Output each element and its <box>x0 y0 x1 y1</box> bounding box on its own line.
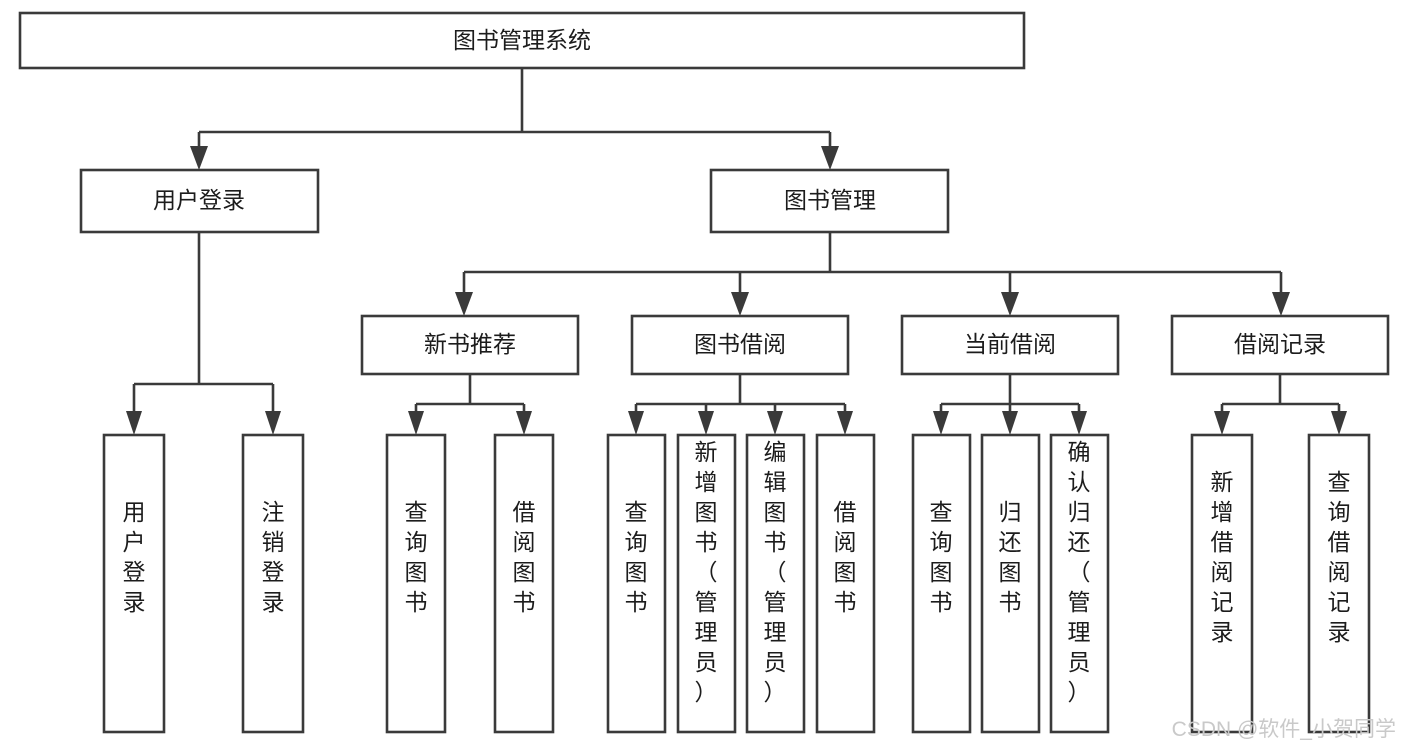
arrow-head-borrow-record <box>1272 292 1290 316</box>
node-leaf-return-book[interactable]: 归还图书 <box>980 433 1041 734</box>
node-leaf-query-book-2[interactable]: 查询图书 <box>606 433 667 734</box>
user-login-box[interactable] <box>79 168 320 234</box>
node-borrow-record[interactable]: 借阅记录 <box>1170 314 1390 376</box>
node-leaf-confirm-return[interactable]: 确认归还（管理员） <box>1049 433 1110 734</box>
leaf-borrow-book-1-label: 借阅图书 <box>513 499 536 615</box>
book-management-label: 图书管理 <box>784 187 876 213</box>
leaf-query-book-1-label: 查询图书 <box>405 499 428 615</box>
current-borrow-box[interactable] <box>900 314 1120 376</box>
node-root-system[interactable]: 图书管理系统 <box>18 11 1026 70</box>
node-current-borrow[interactable]: 当前借阅 <box>900 314 1120 376</box>
leaf-query-book-3-label: 查询图书 <box>930 499 953 615</box>
node-leaf-edit-book[interactable]: 编辑图书（管理员） <box>745 433 806 734</box>
leaf-add-book-label: 新增图书（管理员） <box>695 439 718 705</box>
book-management-box[interactable] <box>709 168 950 234</box>
leaf-edit-book-box[interactable] <box>745 433 806 734</box>
arrow-head-current-borrow <box>1001 292 1019 316</box>
book-borrow-label: 图书借阅 <box>694 331 786 357</box>
arrow-head-user-login <box>190 146 208 170</box>
node-leaf-borrow-book-1[interactable]: 借阅图书 <box>493 433 555 734</box>
leaf-query-book-2-label: 查询图书 <box>625 499 648 615</box>
new-book-recommend-box[interactable] <box>360 314 580 376</box>
leaf-return-book-box[interactable] <box>980 433 1041 734</box>
leaf-user-login-box[interactable] <box>102 433 166 734</box>
arrow-head-leaf-query-book-3 <box>933 411 949 435</box>
leaf-query-record-label: 查询借阅记录 <box>1328 469 1351 645</box>
leaf-logout-login-label: 注销登录 <box>262 499 285 615</box>
arrow-head-leaf-add-record <box>1214 411 1230 435</box>
leaf-add-record-label: 新增借阅记录 <box>1211 469 1234 645</box>
node-leaf-query-record[interactable]: 查询借阅记录 <box>1307 433 1371 734</box>
leaf-logout-login-box[interactable] <box>241 433 305 734</box>
arrow-head-leaf-edit-book <box>767 411 783 435</box>
leaf-query-book-3-box[interactable] <box>911 433 972 734</box>
leaf-edit-book-label: 编辑图书（管理员） <box>764 439 787 705</box>
leaf-borrow-book-2-box[interactable] <box>815 433 876 734</box>
node-leaf-borrow-book-2[interactable]: 借阅图书 <box>815 433 876 734</box>
connector-layer <box>126 68 1347 435</box>
borrow-record-box[interactable] <box>1170 314 1390 376</box>
leaf-confirm-return-box[interactable] <box>1049 433 1110 734</box>
arrow-head-leaf-add-book <box>698 411 714 435</box>
root-box[interactable] <box>18 11 1026 70</box>
node-user-login[interactable]: 用户登录 <box>79 168 320 234</box>
book-borrow-box[interactable] <box>630 314 850 376</box>
arrow-head-leaf-borrow-book-1 <box>516 411 532 435</box>
leaf-confirm-return-label: 确认归还（管理员） <box>1068 439 1091 705</box>
arrow-head-book-management <box>821 146 839 170</box>
arrow-head-leaf-logout-login <box>265 411 281 435</box>
node-leaf-add-record[interactable]: 新增借阅记录 <box>1190 433 1254 734</box>
node-leaf-query-book-1[interactable]: 查询图书 <box>385 433 447 734</box>
leaf-query-record-box[interactable] <box>1307 433 1371 734</box>
user-login-label: 用户登录 <box>153 187 245 213</box>
current-borrow-label: 当前借阅 <box>964 331 1056 357</box>
watermark-label: CSDN @软件_小贺同学 <box>1172 718 1396 741</box>
arrow-head-new-book-recommend <box>455 292 473 316</box>
arrow-head-book-borrow <box>731 292 749 316</box>
leaf-borrow-book-2-label: 借阅图书 <box>834 499 857 615</box>
leaf-query-book-1-box[interactable] <box>385 433 447 734</box>
leaf-query-book-2-box[interactable] <box>606 433 667 734</box>
node-book-borrow[interactable]: 图书借阅 <box>630 314 850 376</box>
arrow-head-leaf-confirm-return <box>1071 411 1087 435</box>
arrow-head-leaf-query-book-1 <box>408 411 424 435</box>
new-book-recommend-label: 新书推荐 <box>424 331 516 357</box>
node-leaf-add-book[interactable]: 新增图书（管理员） <box>676 433 737 734</box>
leaf-borrow-book-1-box[interactable] <box>493 433 555 734</box>
arrow-head-leaf-return-book <box>1002 411 1018 435</box>
leaf-user-login-label: 用户登录 <box>123 499 146 615</box>
arrow-head-leaf-query-record <box>1331 411 1347 435</box>
borrow-record-label: 借阅记录 <box>1234 331 1326 357</box>
arrow-head-leaf-borrow-book-2 <box>837 411 853 435</box>
arrow-head-leaf-user-login <box>126 411 142 435</box>
node-leaf-logout-login[interactable]: 注销登录 <box>241 433 305 734</box>
arrow-head-leaf-query-book-2 <box>628 411 644 435</box>
root-label: 图书管理系统 <box>453 27 591 53</box>
leaf-add-book-box[interactable] <box>676 433 737 734</box>
node-leaf-user-login[interactable]: 用户登录 <box>102 433 166 734</box>
node-new-book-recommend[interactable]: 新书推荐 <box>360 314 580 376</box>
leaf-add-record-box[interactable] <box>1190 433 1254 734</box>
node-leaf-query-book-3[interactable]: 查询图书 <box>911 433 972 734</box>
node-book-management[interactable]: 图书管理 <box>709 168 950 234</box>
leaf-return-book-label: 归还图书 <box>999 499 1022 615</box>
